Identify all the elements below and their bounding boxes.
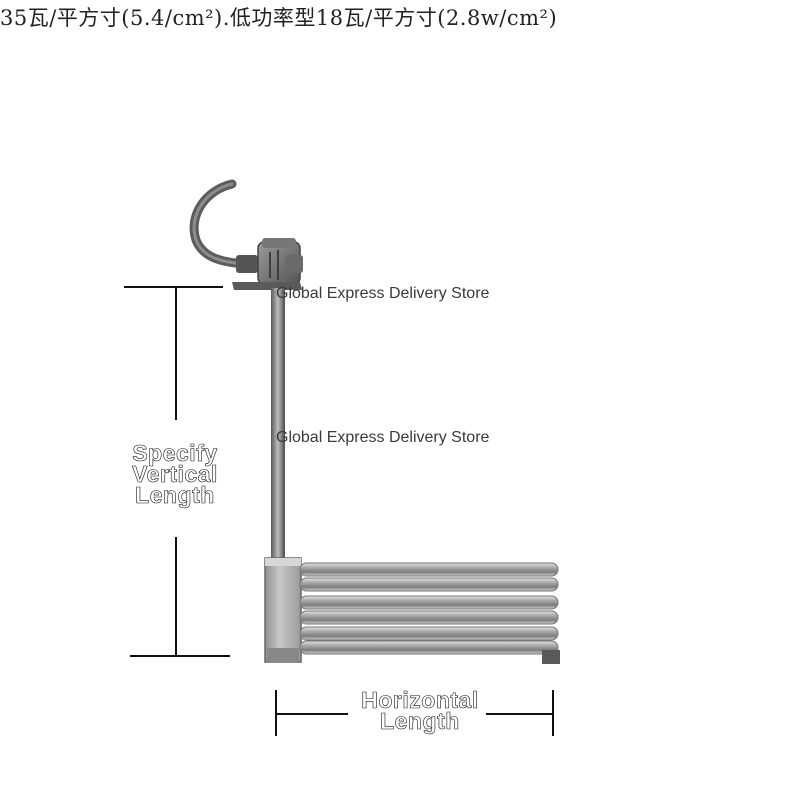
store-watermark: Global Express Delivery Store <box>276 429 490 446</box>
horizontal-length-label: Horizontal Length <box>340 687 500 734</box>
vertical-label-line: Specify <box>132 440 218 466</box>
vertical-rod <box>271 288 285 560</box>
vertical-label-line: Vertical <box>132 461 218 487</box>
horizontal-dimension <box>275 690 554 736</box>
heating-tubes <box>299 562 559 655</box>
horizontal-label-line: Horizontal <box>361 687 479 713</box>
vertical-label-line: Length <box>135 482 215 508</box>
vertical-dimension <box>124 286 230 657</box>
store-watermark: Global Express Delivery Store <box>276 285 490 302</box>
vertical-length-label: Specify Vertical Length <box>112 440 238 508</box>
heater-block <box>264 557 302 663</box>
horizontal-label-line: Length <box>380 708 460 734</box>
power-cable <box>189 179 249 269</box>
spec-text: 35瓦/平方寸(5.4/cm²).低功率型18瓦/平方寸(2.8w/cm²) <box>0 6 558 30</box>
